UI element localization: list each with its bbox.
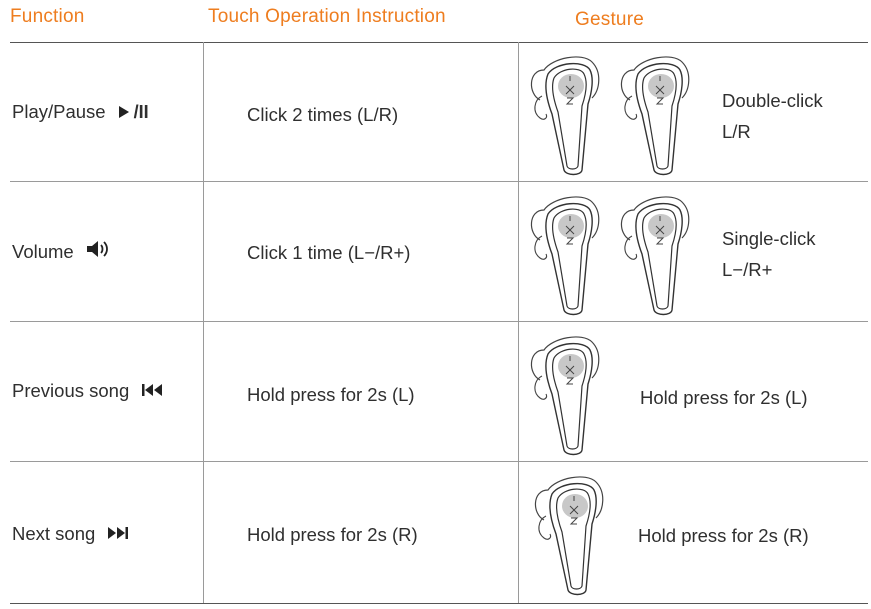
next-track-icon [107, 523, 129, 545]
table-row: Play/Pause /II [12, 101, 149, 123]
header-touch-instruction: Touch Operation Instruction [208, 6, 446, 27]
table-row: Previous song [12, 380, 163, 402]
gesture-label: Double-click L/R [722, 85, 823, 147]
gesture-label: Single-click L−/R+ [722, 223, 816, 285]
touch-instruction: Hold press for 2s (R) [247, 524, 418, 545]
row-divider [10, 181, 868, 182]
play-pause-symbol: /II [133, 101, 149, 122]
speaker-icon [86, 240, 110, 263]
earbud-left-icon [526, 48, 606, 178]
gesture-line: L−/R+ [722, 259, 773, 280]
header-rule [10, 42, 868, 43]
header-function: Function [10, 6, 85, 27]
table-row: Next song [12, 523, 129, 545]
row-divider [10, 321, 868, 322]
gesture-line: L/R [722, 121, 751, 142]
gesture-label: Hold press for 2s (R) [638, 525, 809, 546]
earbud-right-icon [530, 468, 610, 598]
earbud-right-icon [616, 188, 696, 318]
column-divider [203, 42, 204, 603]
header-gesture: Gesture [575, 9, 644, 30]
function-label: Volume [12, 240, 74, 262]
function-label: Next song [12, 523, 96, 544]
gesture-label: Hold press for 2s (L) [640, 387, 808, 408]
row-divider [10, 461, 868, 462]
table-row: Volume [12, 240, 110, 263]
table-bottom-rule [10, 603, 868, 604]
function-label: Previous song [12, 380, 130, 401]
gesture-line: Double-click [722, 90, 823, 111]
touch-instruction: Hold press for 2s (L) [247, 384, 415, 405]
touch-instruction: Click 2 times (L/R) [247, 104, 399, 125]
play-pause-icon: /II [118, 102, 149, 123]
previous-track-icon [141, 380, 163, 402]
column-divider [518, 42, 519, 603]
function-label: Play/Pause [12, 101, 106, 122]
touch-instruction: Click 1 time (L−/R+) [247, 242, 411, 263]
gesture-line: Single-click [722, 228, 816, 249]
earbud-left-icon [526, 328, 606, 458]
earbud-left-icon [526, 188, 606, 318]
earbud-right-icon [616, 48, 696, 178]
